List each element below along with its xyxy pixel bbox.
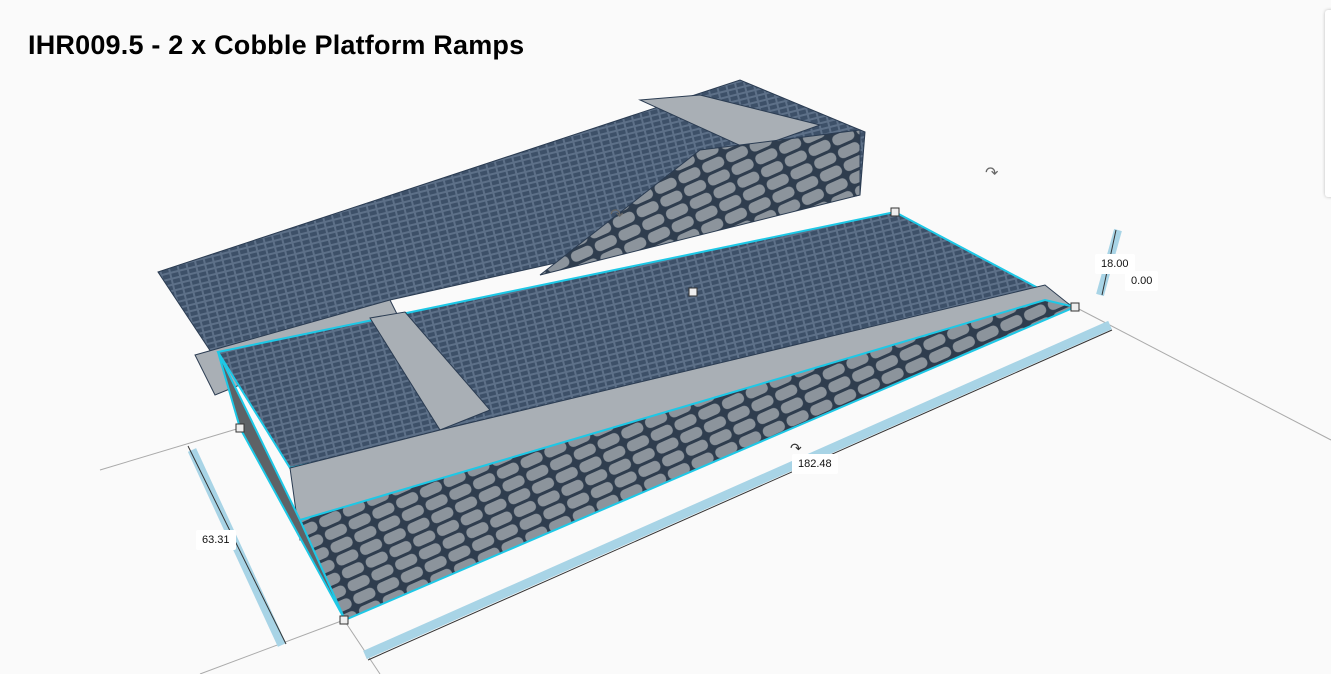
rotate-arrow-icon[interactable]: ↷ [790,440,802,456]
elevation-dimension-label[interactable]: 0.00 [1125,271,1159,291]
length-dimension-label[interactable]: 182.48 [792,454,838,474]
selection-handles[interactable] [235,207,1080,625]
rotate-arrow-icon[interactable]: ↷ [610,207,624,224]
workplane-grid-lines [99,306,1331,674]
side-panel-edge[interactable] [1325,10,1331,197]
width-dimension-label[interactable]: 63.31 [196,530,236,550]
height-dimension-label[interactable]: 18.00 [1095,254,1135,274]
project-title: IHR009.5 - 2 x Cobble Platform Ramps [28,30,525,60]
rotate-arrow-icon[interactable]: ↷ [985,165,999,182]
dimension-lines [187,228,1122,661]
